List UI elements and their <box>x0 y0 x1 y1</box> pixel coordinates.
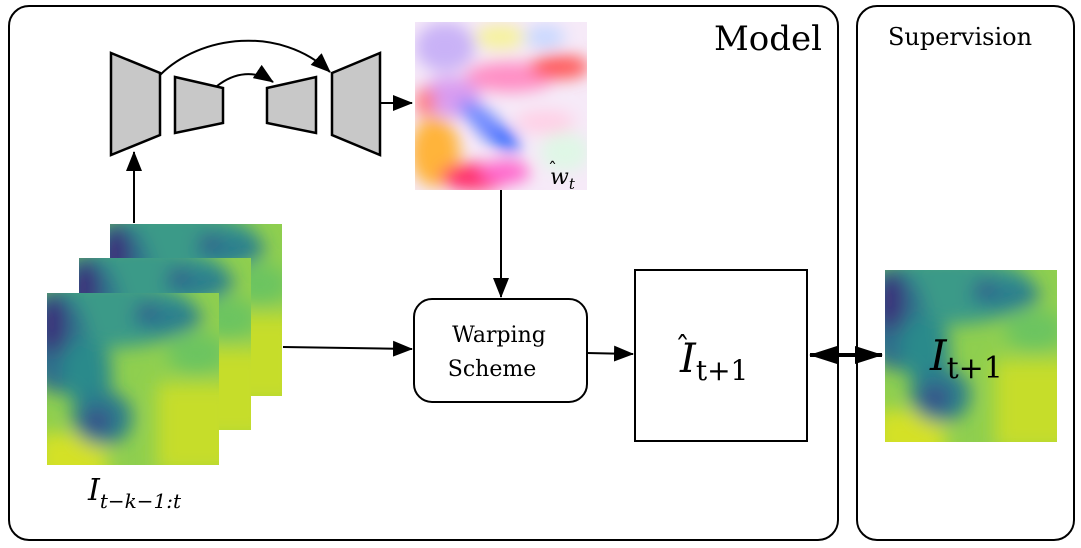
unet-block <box>109 51 382 157</box>
arrow-warping-to-prediction <box>586 345 634 362</box>
supervision-panel <box>856 5 1075 541</box>
arrow-input-to-warping <box>282 340 413 357</box>
model-panel-title: Model <box>714 19 822 59</box>
model-panel <box>8 5 839 541</box>
skip-connection-outer <box>159 39 331 76</box>
warping-scheme-line2: Scheme <box>448 357 536 382</box>
encoder-layer-2 <box>173 75 225 135</box>
supervision-panel-title: Supervision <box>888 23 1032 51</box>
ground-truth-label: It+1 <box>929 331 1003 386</box>
input-stack-label: It−k−1:t <box>87 473 182 513</box>
warping-scheme-box <box>413 298 588 403</box>
flow-field-label: wt <box>550 165 576 193</box>
input-frame-1 <box>17 278 237 483</box>
decoder-layer-1 <box>265 75 318 135</box>
flow-field-image <box>415 22 587 190</box>
decoder-layer-2 <box>330 51 382 157</box>
warping-scheme-line1: Warping <box>452 323 546 348</box>
encoder-layer-1 <box>109 51 162 157</box>
skip-connection-inner <box>216 64 274 87</box>
prediction-box <box>634 269 808 442</box>
prediction-label: It+1 <box>679 336 748 387</box>
